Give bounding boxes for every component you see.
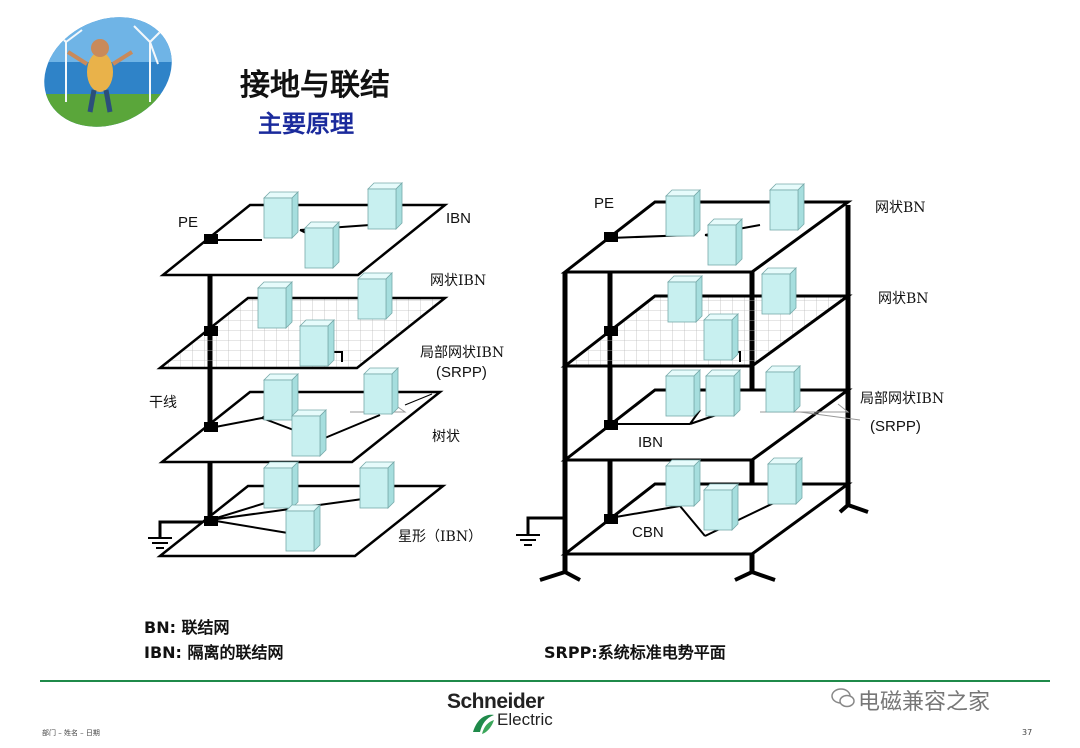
left-earth-lead xyxy=(158,520,210,538)
right-label-pe: PE xyxy=(594,195,615,212)
legend-ibn: IBN: 隔离的联结网 xyxy=(144,643,284,662)
right-cabinet-2 xyxy=(769,183,805,231)
page-number: 37 xyxy=(1022,728,1033,737)
left-label-tree: 树状 xyxy=(432,429,460,445)
right-ground-icon xyxy=(516,534,540,546)
wind-turbine-child-photo xyxy=(38,12,178,132)
legend-bn: BN: 联结网 xyxy=(144,618,230,637)
left-label-pe: PE xyxy=(178,214,199,231)
left-srpp-pointer xyxy=(404,393,433,406)
right-cabinet-9 xyxy=(765,365,801,413)
left-cabinet-7 xyxy=(263,373,299,421)
left-label-mesh-ibn: 网状IBN xyxy=(430,273,487,289)
left-label-ibn: IBN xyxy=(446,210,472,227)
right-earth-lead xyxy=(526,516,565,535)
right-label-local-mesh-ibn: 局部网状IBN xyxy=(860,391,945,407)
left-cabinet-3 xyxy=(304,221,340,269)
right-bonding-diagram xyxy=(516,183,869,582)
left-label-star: 星形（IBN） xyxy=(398,529,483,545)
brand-name-line2: Electric xyxy=(497,710,553,729)
footer-divider xyxy=(40,680,1050,682)
right-label-mesh-bn-2: 网状BN xyxy=(878,291,929,307)
left-ground-icon xyxy=(148,537,172,549)
right-cabinet-10 xyxy=(665,459,701,507)
right-cabinet-8 xyxy=(705,369,741,417)
right-cabinet-4 xyxy=(667,275,703,323)
left-cabinet-6 xyxy=(299,319,335,367)
left-label-srpp: (SRPP) xyxy=(436,364,487,381)
schneider-logo-icon xyxy=(473,714,494,734)
slide-subtitle: 主要原理 xyxy=(258,109,354,138)
left-cabinet-8 xyxy=(363,367,399,415)
left-label-trunk: 干线 xyxy=(149,395,177,411)
right-label-mesh-bn-1: 网状BN xyxy=(875,200,926,216)
watermark-text: 电磁兼容之家 xyxy=(858,690,991,715)
left-label-local-mesh-ibn: 局部网状IBN xyxy=(420,345,505,361)
slide-title: 接地与联结 xyxy=(240,68,390,103)
footer-left-text: 部门 – 姓名 – 日期 xyxy=(42,729,100,737)
left-cabinet-11 xyxy=(359,461,395,509)
right-label-srpp: (SRPP) xyxy=(870,418,921,435)
right-cabinet-11 xyxy=(767,457,803,505)
left-cabinet-10 xyxy=(263,461,299,509)
right-cabinet-5 xyxy=(761,267,797,315)
right-cabinet-7 xyxy=(665,369,701,417)
left-bonding-diagram xyxy=(148,182,449,558)
left-cabinet-2 xyxy=(367,182,403,230)
left-cabinet-12 xyxy=(285,504,321,552)
bonding-network-diagram xyxy=(148,182,869,582)
left-cabinet-9 xyxy=(291,409,327,457)
right-cabinet-12 xyxy=(703,483,739,531)
right-cabinet-3 xyxy=(707,218,743,266)
left-cabinet-4 xyxy=(257,281,293,329)
right-cabinet-6 xyxy=(703,313,739,361)
right-label-cbn: CBN xyxy=(632,524,664,541)
left-cabinet-5 xyxy=(357,272,393,320)
legend-srpp: SRPP:系统标准电势平面 xyxy=(544,643,726,662)
right-cabinet-1 xyxy=(665,189,701,237)
left-cabinet-1 xyxy=(263,191,299,239)
right-label-ibn: IBN xyxy=(638,434,664,451)
brand-name-line1: Schneider xyxy=(447,690,545,713)
wechat-icon xyxy=(831,688,855,708)
